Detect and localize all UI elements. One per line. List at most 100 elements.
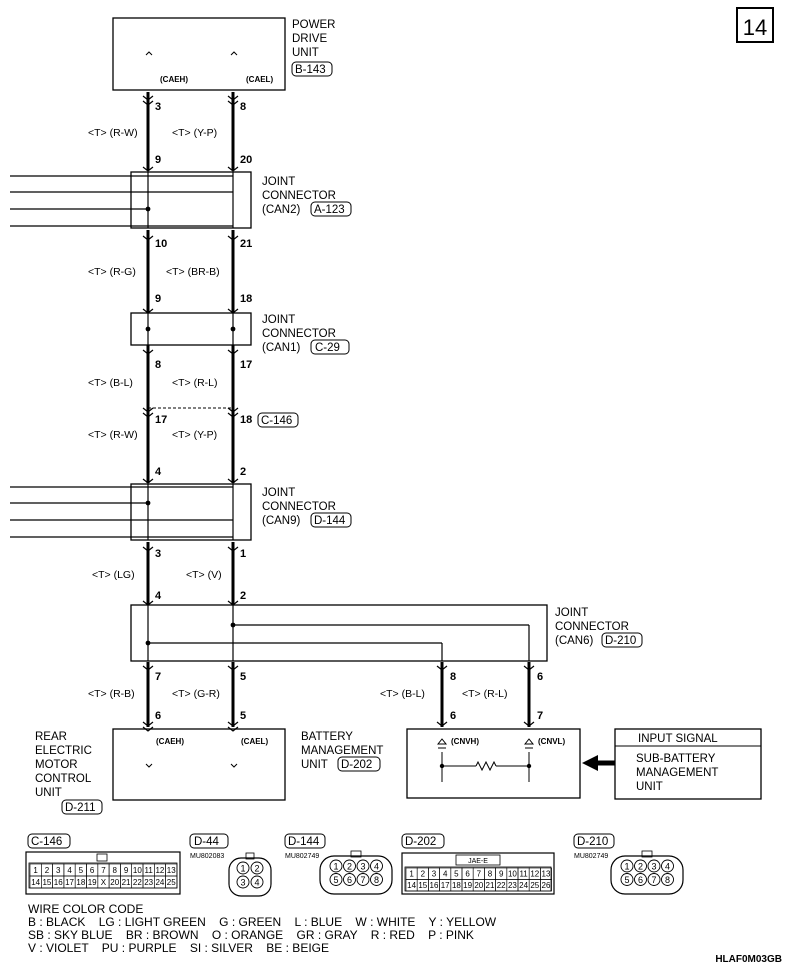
d44-pin [250,875,264,889]
battery-label-3: UNIT [301,759,328,771]
d210-pin [661,859,674,873]
pin-b4: 7 [537,710,543,722]
can1-ref-box [310,339,350,355]
pin-b2: 6 [537,671,543,683]
pin-r2: 20 [240,154,252,166]
pin-l4: 9 [155,293,161,305]
can1-label-2: CONNECTOR [262,328,336,340]
d210-pin-label: 2 [638,862,643,872]
wire-color-code-line-3: V : VIOLET PU : PURPLE SI : SILVER BE : … [28,941,329,955]
wire-label-w7r: <T> (R-L) [462,688,508,700]
c146-pin-label: 19 [88,878,97,887]
d210-pin [634,873,647,886]
input-signal-box [614,728,762,800]
c146-cell [165,875,178,889]
d210-ref-box [573,833,615,849]
d144-pin-label: 8 [374,875,379,885]
c146-pin-label: 18 [76,878,85,887]
c146-pin-label: 8 [113,866,118,875]
c146-pin-label: 9 [124,866,129,875]
d144-pin-label: 5 [333,875,338,885]
pdu-label-1: POWER [292,19,335,31]
pdu-pin-cael: (CAEL) [246,75,273,84]
d144-ref: D-144 [288,836,320,848]
pin-b3: 6 [450,710,456,722]
c146-pin-label: X [101,878,107,887]
d210-pin-label: 4 [665,862,670,872]
can2-ref: A-123 [314,204,345,216]
can6-ref: D-210 [605,635,636,647]
battery-circuit [436,738,535,782]
c146-pin-label: 20 [110,878,119,887]
d202-pin-label: 18 [452,881,461,890]
battery-ref: D-202 [341,759,372,771]
c146-pin-label: 16 [54,878,63,887]
d210-pin-label: 7 [651,875,656,885]
d202-cell [540,879,552,892]
d144-pin [356,859,370,873]
d144-pin [343,859,356,873]
rear-motor-label-3: MOTOR [35,759,78,771]
input-signal-line-1: SUB-BATTERY [636,753,716,765]
wire-color-code-line-1: B : BLACK LG : LIGHT GREEN G : GREEN L :… [28,915,497,929]
d210-pin [647,859,661,873]
can1-label-1: JOINT [262,314,295,326]
d210-pin-label: 6 [638,875,643,885]
input-signal-line-2: MANAGEMENT [636,767,718,779]
c146-pin-label: 13 [167,866,176,875]
d202-pin-label: 12 [530,870,539,879]
rear-motor-label-1: REAR [35,731,67,743]
can2-label-1: JOINT [262,176,295,188]
d202-pin-label: 16 [430,881,439,890]
connector-marks [142,95,535,732]
d44-ref: D-44 [194,836,220,848]
d44-pin-label: 1 [240,864,245,874]
page-number: 14 [743,15,767,40]
wire-label-w5l: <T> (LG) [92,569,135,581]
rear-motor-ref-box [61,799,103,815]
can6-name: (CAN6) [555,635,594,647]
d144-part: MU802749 [285,853,319,860]
joint-connector-can2 [10,171,252,229]
c146-pin-label: 21 [122,878,131,887]
d202-pin-label: 15 [418,881,427,890]
joint-connector-can6 [130,604,548,662]
rear-motor-label-4: CONTROL [35,773,92,785]
d202-pin-label: 9 [499,870,504,879]
d202-pin-label: 20 [474,881,483,890]
c146-pin-label: 3 [56,866,61,875]
pin-r3: 21 [240,238,252,250]
wire-label-w1r: <T> (Y-P) [172,127,217,139]
d202-ref: D-202 [405,836,436,848]
d210-pin [647,873,661,886]
d44-pin-label: 2 [254,864,259,874]
d144-pin-label: 7 [360,875,365,885]
pin-r8: 1 [240,548,246,560]
rear-motor-label-5: UNIT [35,787,62,799]
d210-pin-label: 8 [665,875,670,885]
d210-pin-label: 3 [651,862,656,872]
pin-l2: 9 [155,154,161,166]
power-drive-unit-box [112,17,286,91]
d44-pin [236,875,250,889]
joint-connector-can9 [10,483,252,541]
c146-pin-label: 17 [65,878,74,887]
c146-pin-label: 7 [101,866,106,875]
input-signal-line-3: UNIT [636,781,663,793]
can1-ref: C-29 [315,342,340,354]
d202-pin-label: 21 [486,881,495,890]
d202-pin-label: 8 [488,870,493,879]
pin-l1: 3 [155,101,161,113]
pin-l9: 4 [155,590,162,602]
d144-pin [356,873,370,886]
c146-pin-label: 1 [33,866,38,875]
can9-ref-box [310,512,352,528]
pin-b1: 8 [450,671,456,683]
wire-label-w6l: <T> (R-B) [88,688,135,700]
d44-pin [236,861,250,875]
d144-pin [370,859,383,873]
can9-label-1: JOINT [262,487,295,499]
pin-r10: 5 [240,671,246,683]
rear-motor-pin-cael: (CAEL) [241,737,268,746]
